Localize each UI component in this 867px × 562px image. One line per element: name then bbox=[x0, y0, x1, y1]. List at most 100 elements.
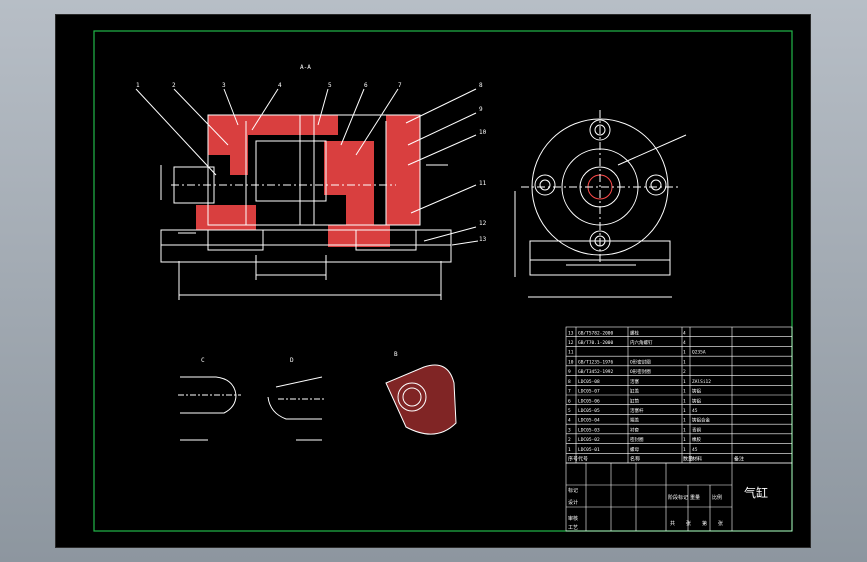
parts-list-cell-no: 6 bbox=[568, 398, 571, 404]
parts-list-cell-no: 13 bbox=[568, 330, 574, 336]
parts-list-header-cell: 备注 bbox=[734, 456, 744, 463]
parts-list-header-cell: 材料 bbox=[692, 456, 702, 463]
section-label: A-A bbox=[300, 64, 311, 71]
parts-list-cell-no: 1 bbox=[568, 447, 571, 453]
detail-views: C D B bbox=[178, 351, 457, 441]
parts-list-cell-no: 4 bbox=[568, 418, 571, 424]
tb-label-sheets: 张 bbox=[686, 520, 691, 527]
parts-list-cell-name: 密封圈 bbox=[630, 436, 644, 443]
balloon-7: 7 bbox=[398, 82, 402, 89]
parts-list-cell-code: LDC05-07 bbox=[578, 389, 600, 395]
title-block-labels: 标记 设计 审核 工艺 阶段标记 重量 比例 共 张 第 张 bbox=[568, 487, 723, 531]
parts-list-cell-name: 缸盖 bbox=[630, 388, 639, 395]
balloon-11: 11 bbox=[479, 180, 487, 187]
parts-list-cell-qty: 1 bbox=[683, 437, 686, 443]
tb-label-design: 设计 bbox=[568, 499, 578, 506]
parts-list-cell-code: GB/T3452-1992 bbox=[578, 369, 614, 375]
parts-list-cell-qty: 1 bbox=[683, 379, 686, 385]
parts-list-cell-no: 12 bbox=[568, 340, 574, 346]
parts-list-cell-code: LDC05-04 bbox=[578, 418, 600, 424]
cad-drawing: A-A bbox=[93, 30, 793, 532]
parts-list-cell-qty: 1 bbox=[683, 398, 686, 404]
parts-list-cell-material: Q235A bbox=[692, 350, 706, 356]
parts-list-cell-code: GB/T70.1-2000 bbox=[578, 340, 614, 346]
parts-list-cell-name: 活塞杆 bbox=[630, 407, 644, 414]
parts-list-cell-name: 端盖 bbox=[630, 417, 639, 424]
parts-list-cell-code: LDC05-03 bbox=[578, 427, 600, 433]
parts-list-cell-name: 活塞 bbox=[630, 378, 639, 385]
parts-list-cell-code: LDC05-08 bbox=[578, 379, 600, 385]
parts-list-cell-name: 缸筒 bbox=[630, 397, 639, 404]
parts-list-cell-qty: 1 bbox=[683, 418, 686, 424]
parts-list-cell-qty: 1 bbox=[683, 408, 686, 414]
tb-label-process: 工艺 bbox=[568, 525, 578, 531]
balloon-4: 4 bbox=[278, 82, 282, 89]
tb-label-review: 审核 bbox=[568, 515, 578, 522]
detail-label-b: B bbox=[394, 351, 398, 358]
parts-list-cell-qty: 1 bbox=[683, 447, 686, 453]
tb-label-no: 第 bbox=[702, 520, 707, 527]
parts-list bbox=[565, 326, 793, 464]
balloon-3: 3 bbox=[222, 82, 226, 89]
parts-list-cell-qty: 4 bbox=[683, 340, 686, 346]
drawing-border bbox=[93, 30, 793, 532]
parts-list-cell-qty: 1 bbox=[683, 350, 686, 356]
parts-list-cell-code: LDC05-01 bbox=[578, 447, 600, 453]
tb-label-stage: 阶段标记 bbox=[668, 494, 688, 501]
parts-list-cell-no: 2 bbox=[568, 437, 571, 443]
parts-list-cell-name: O形密封圈 bbox=[630, 358, 651, 365]
parts-list-cell-code: GB/T5782-2000 bbox=[578, 330, 614, 336]
parts-list-cell-qty: 1 bbox=[683, 359, 686, 365]
parts-list-cell-material: 橡胶 bbox=[692, 436, 701, 443]
parts-list-cell-code: LDC05-06 bbox=[578, 398, 600, 404]
parts-list-header-cell: 名称 bbox=[630, 456, 640, 463]
parts-list-cell-qty: 1 bbox=[683, 389, 686, 395]
detail-label-c: C bbox=[201, 357, 205, 364]
title-block bbox=[565, 462, 793, 532]
parts-list-cell-material: 铸铝 bbox=[692, 397, 701, 404]
parts-list-cell-no: 3 bbox=[568, 427, 571, 433]
balloon-8: 8 bbox=[479, 82, 483, 89]
parts-list-cell-name: O形密封圈 bbox=[630, 368, 651, 375]
section-view-a-a: A-A bbox=[135, 64, 479, 300]
parts-list-cell-qty: 2 bbox=[683, 369, 686, 375]
parts-list-cell-no: 8 bbox=[568, 379, 571, 385]
parts-list-header-cell: 代号 bbox=[578, 456, 588, 463]
tb-label-sheet: 张 bbox=[718, 520, 723, 527]
balloon-13: 13 bbox=[479, 236, 487, 243]
parts-list-cell-material: ZAlSi12 bbox=[692, 379, 711, 385]
title-block-name: 气缸 bbox=[744, 485, 768, 500]
balloon-numbers: 1 2 3 4 5 6 7 8 9 10 11 12 13 bbox=[136, 82, 487, 243]
parts-list-cell-name: 螺母 bbox=[630, 446, 639, 453]
parts-list-cell-no: 5 bbox=[568, 408, 571, 414]
parts-list-cell-no: 11 bbox=[568, 350, 574, 356]
tb-label-weight: 重量 bbox=[690, 494, 700, 501]
parts-list-cell-name: 螺栓 bbox=[630, 329, 639, 336]
parts-list-cell-qty: 4 bbox=[683, 330, 686, 336]
parts-list-cell-no: 9 bbox=[568, 369, 571, 375]
parts-list-cell-code: LDC05-05 bbox=[578, 408, 600, 414]
balloon-6: 6 bbox=[364, 82, 368, 89]
balloon-12: 12 bbox=[479, 220, 487, 227]
parts-list-cell-material: 青铜 bbox=[692, 426, 701, 433]
parts-list-header-cell: 序号 bbox=[568, 456, 578, 463]
parts-list-header-cell: 数量 bbox=[683, 456, 693, 463]
detail-label-d: D bbox=[290, 357, 294, 364]
tb-label-scale: 比例 bbox=[712, 494, 722, 501]
tb-label-mark: 标记 bbox=[568, 487, 578, 494]
parts-list-cell-no: 7 bbox=[568, 389, 571, 395]
tb-label-total: 共 bbox=[670, 520, 675, 527]
parts-list-cell-material: 45 bbox=[692, 408, 698, 414]
parts-list-cell-material: 铸铝 bbox=[692, 388, 701, 395]
balloon-1: 1 bbox=[136, 82, 140, 89]
drawing-sheet: A-A bbox=[56, 15, 810, 547]
balloon-9: 9 bbox=[479, 106, 483, 113]
parts-list-cell-code: GB/T1235-1976 bbox=[578, 359, 614, 365]
balloon-5: 5 bbox=[328, 82, 332, 89]
parts-list-cell-material: 铸铝合金 bbox=[692, 417, 710, 424]
side-view bbox=[514, 110, 687, 298]
parts-list-cell-no: 10 bbox=[568, 359, 574, 365]
balloon-2: 2 bbox=[172, 82, 176, 89]
parts-list-cell-name: 衬套 bbox=[630, 426, 639, 433]
